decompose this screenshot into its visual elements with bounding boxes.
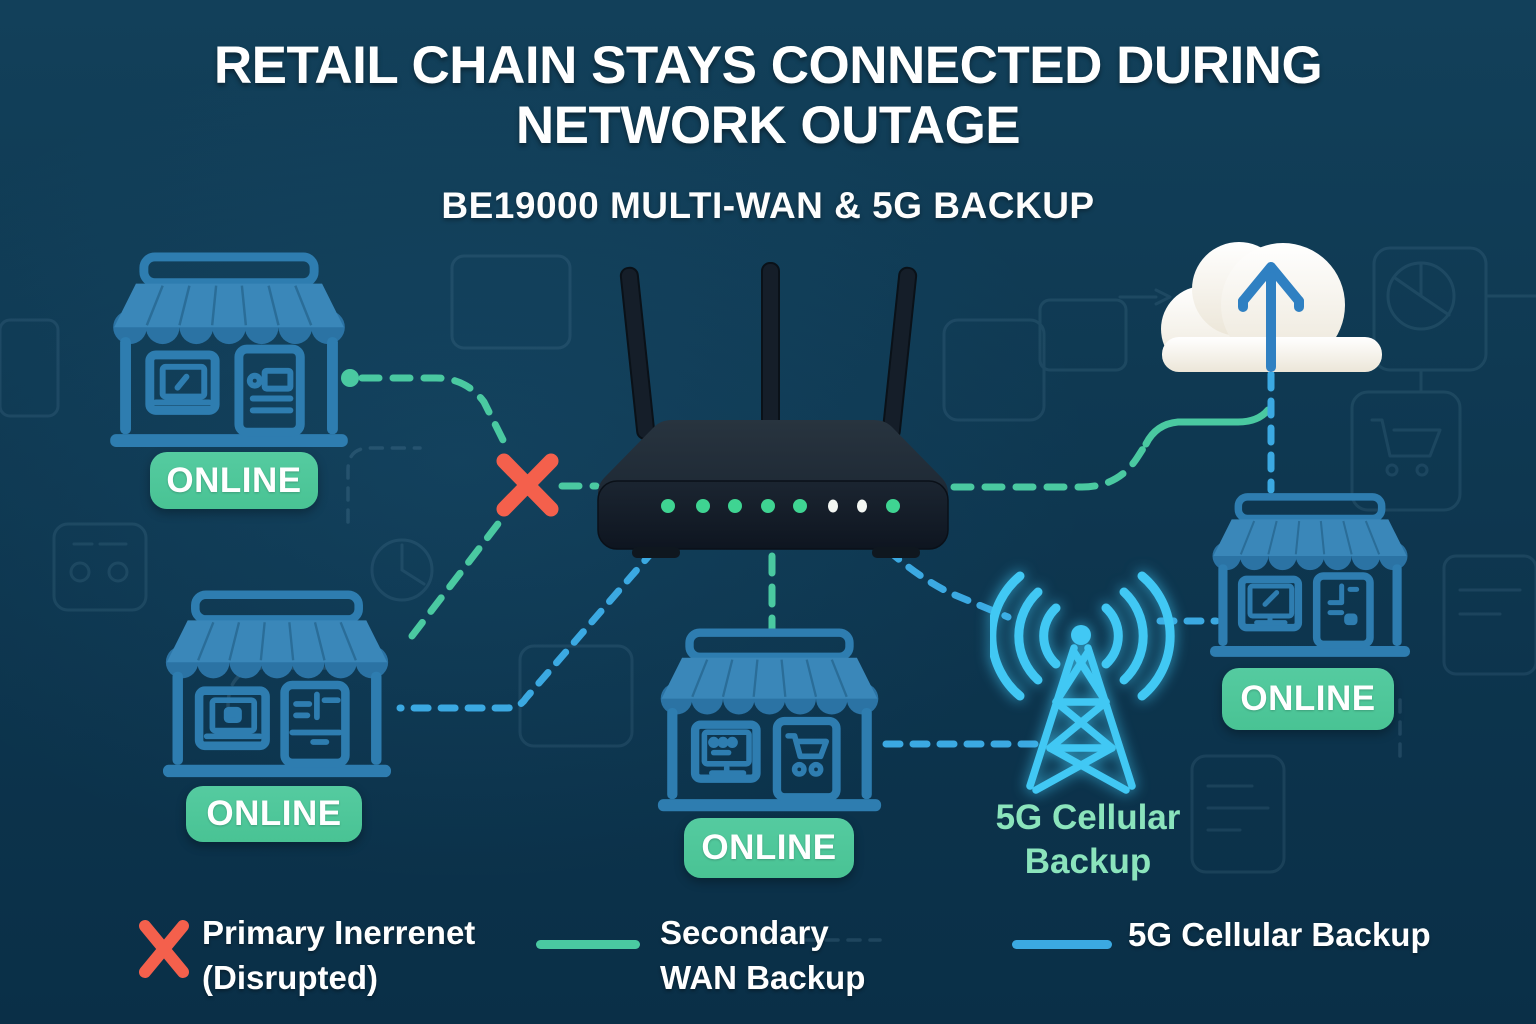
store-icon-top-left — [110, 252, 348, 448]
status-badge-center: ONLINE — [684, 818, 854, 878]
router-antenna — [619, 266, 656, 441]
store-awning — [113, 283, 345, 345]
store-window — [1237, 575, 1303, 632]
primary-wan-line — [358, 374, 510, 450]
ghost-device-icon — [1442, 554, 1536, 676]
router-antenna — [761, 262, 780, 440]
secondary-wan-line-solid — [1142, 406, 1272, 448]
ghost-pie-chart-icon — [1386, 261, 1456, 331]
status-badge-right: ONLINE — [1222, 668, 1394, 730]
legend-primary-label: Primary Inerrenet (Disrupted) — [202, 910, 475, 1000]
secondary-wan-line — [950, 440, 1150, 491]
panel-icon — [1327, 583, 1360, 626]
5g-tower-icon — [990, 571, 1175, 794]
laptop-icon — [152, 363, 213, 406]
ghost-panel — [1350, 390, 1462, 512]
legend-cellular-swatch — [1012, 940, 1112, 949]
ghost-document-icon — [1190, 754, 1286, 874]
legend-cellular-line-1: 5G Cellular Backup — [1128, 916, 1431, 953]
line-start-dot — [341, 369, 359, 387]
store-window — [194, 686, 270, 751]
store-icon-right — [1210, 493, 1410, 657]
store-door — [280, 680, 350, 768]
store-awning — [1212, 519, 1408, 571]
store-awning — [660, 657, 879, 715]
router-leds — [661, 499, 900, 513]
radio-waves-icon — [990, 571, 1175, 701]
disrupted-x-icon — [496, 453, 559, 517]
legend-secondary-line-2: WAN Backup — [660, 959, 866, 996]
title-line-1: RETAIL CHAIN STAYS CONNECTED DURING — [213, 36, 1323, 95]
store-window — [145, 350, 220, 415]
status-badge-bottom-left: ONLINE — [186, 786, 362, 842]
legend-secondary-swatch — [536, 940, 640, 949]
legend-disrupted-x-icon — [139, 920, 189, 978]
tower-label-line-1: 5G Cellular — [995, 798, 1181, 837]
cloud-upload-icon — [1161, 242, 1382, 372]
ghost-cart-icon — [1370, 418, 1442, 458]
page-title: RETAIL CHAIN STAYS CONNECTED DURING NETW… — [0, 36, 1536, 156]
router-icon — [597, 262, 949, 558]
ghost-pie-icon — [370, 538, 434, 602]
secondary-wan-line — [408, 512, 508, 640]
store-icon-center — [657, 628, 882, 812]
store-door — [234, 344, 305, 437]
register-icon — [246, 367, 294, 414]
cellular-backup-line — [396, 546, 658, 712]
status-badge-top-left: ONLINE — [150, 452, 318, 509]
store-door — [772, 716, 841, 802]
cart-icon — [785, 733, 830, 777]
legend-cellular-label: 5G Cellular Backup — [1128, 912, 1431, 957]
router-antenna — [881, 266, 918, 441]
store-awning — [165, 620, 389, 679]
pos-monitor-icon — [701, 729, 752, 776]
store-door — [1312, 572, 1374, 649]
laptop-icon — [203, 697, 263, 740]
legend-primary-line-2: (Disrupted) — [202, 959, 378, 996]
legend-secondary-line-1: Secondary — [660, 914, 829, 951]
store-icon-bottom-left — [163, 590, 391, 778]
ghost-arrow-icon — [1118, 288, 1172, 306]
tower-label-line-2: Backup — [1024, 842, 1152, 881]
list-panel-icon — [289, 691, 343, 745]
upload-arrow-icon — [1238, 262, 1304, 372]
title-line-2: NETWORK OUTAGE — [515, 96, 1021, 155]
page-subtitle: BE19000 MULTI-WAN & 5G BACKUP — [441, 185, 1095, 226]
store-window — [690, 720, 761, 783]
legend-primary-line-1: Primary Inerrenet — [202, 914, 476, 951]
monitor-icon — [1247, 583, 1295, 626]
ghost-panel — [1372, 246, 1488, 372]
tower-label: 5G Cellular Backup — [978, 796, 1198, 884]
ghost-robot-icon — [52, 522, 148, 612]
legend-secondary-label: Secondary WAN Backup — [660, 910, 865, 1000]
